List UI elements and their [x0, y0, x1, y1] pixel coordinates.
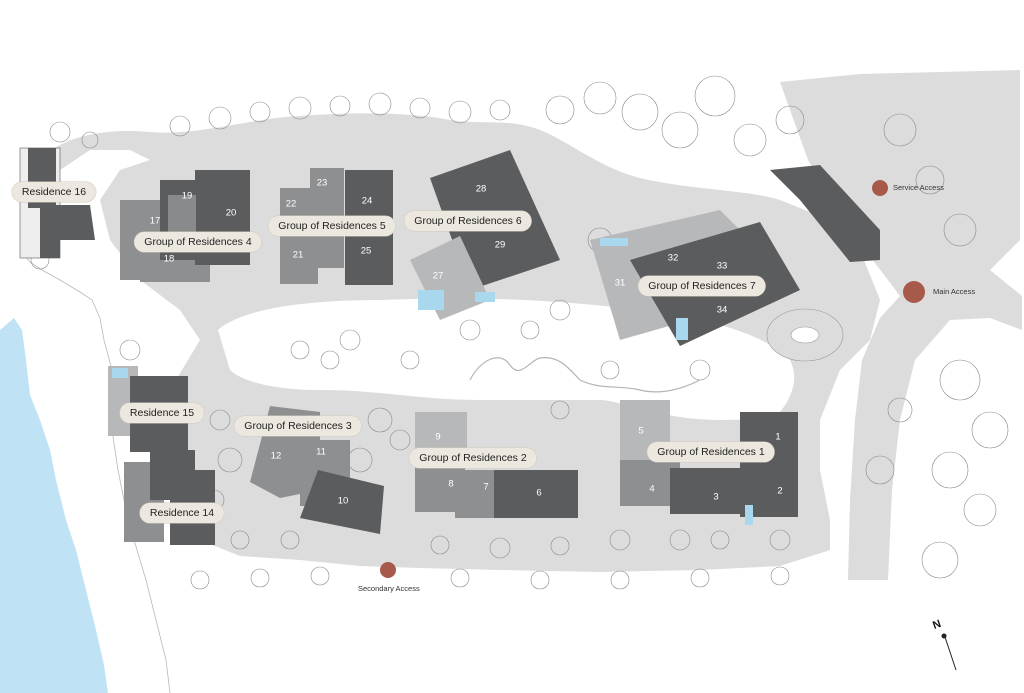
sea-water — [0, 318, 108, 693]
main-access-label: Main Access — [933, 287, 976, 296]
north-arrow-dot — [941, 633, 947, 639]
secondary-access-label: Secondary Access — [358, 584, 420, 593]
roundabout-island — [790, 326, 820, 344]
label-residence-16: Residence 16 — [11, 182, 97, 202]
unit-number: 26 — [447, 319, 459, 331]
unit-number: 23 — [316, 177, 328, 189]
unit-number: 21 — [292, 249, 304, 261]
unit-number: 1 — [775, 431, 781, 443]
unit-number: 24 — [361, 195, 373, 207]
label-group-3: Group of Residences 3 — [234, 416, 362, 436]
residence-16-building — [19, 147, 95, 259]
unit-number: 25 — [360, 245, 372, 257]
unit-number: 29 — [494, 239, 506, 251]
secondary-access-marker — [380, 562, 396, 578]
group-1-buildings — [620, 400, 798, 525]
unit-number: 22 — [285, 198, 297, 210]
unit-number: 8 — [448, 478, 454, 490]
unit-number: 32 — [667, 252, 679, 264]
unit-number: 5 — [638, 425, 644, 437]
unit-number: 12 — [270, 450, 282, 462]
unit-number: 18 — [163, 253, 175, 265]
unit-number: 4 — [649, 483, 655, 495]
unit-number: 33 — [716, 260, 728, 272]
unit-number: 10 — [337, 495, 349, 507]
unit-number: 9 — [435, 431, 441, 443]
unit-number: 17 — [149, 215, 161, 227]
unit-number: 2 — [777, 485, 783, 497]
garden-path — [469, 357, 701, 393]
unit-number: 7 — [483, 481, 489, 493]
unit-number: 20 — [225, 207, 237, 219]
label-group-2: Group of Residences 2 — [409, 448, 537, 468]
unit-number: 3 — [713, 491, 719, 503]
label-group-7: Group of Residences 7 — [638, 276, 766, 296]
label-group-5: Group of Residences 5 — [268, 216, 396, 236]
label-residence-14: Residence 14 — [139, 503, 225, 523]
north-arrow-line — [943, 633, 957, 671]
unit-number: 30 — [593, 305, 605, 317]
label-group-6: Group of Residences 6 — [404, 211, 532, 231]
group-2-buildings — [415, 412, 578, 518]
unit-number: 34 — [716, 304, 728, 316]
main-access-marker — [903, 281, 925, 303]
unit-number: 19 — [181, 190, 193, 202]
unit-number: 6 — [536, 487, 542, 499]
label-group-1: Group of Residences 1 — [647, 442, 775, 462]
service-access-marker — [872, 180, 888, 196]
unit-number: 31 — [614, 277, 626, 289]
unit-number: 28 — [475, 183, 487, 195]
label-residence-15: Residence 15 — [119, 403, 205, 423]
tree-canopy — [30, 75, 1009, 590]
label-group-4: Group of Residences 4 — [134, 232, 262, 252]
unit-number: 11 — [316, 446, 326, 458]
unit-number: 27 — [432, 270, 444, 282]
group-5-buildings — [280, 168, 393, 285]
service-access-label: Service Access — [893, 183, 944, 192]
